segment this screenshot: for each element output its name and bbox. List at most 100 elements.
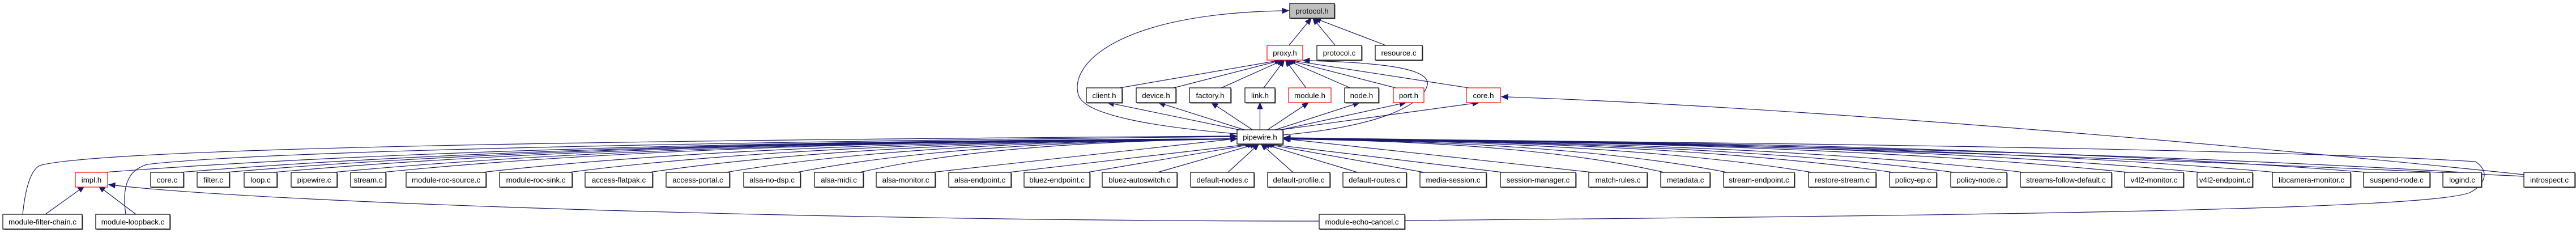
node-pipewire-h[interactable]: pipewire.h xyxy=(1236,129,1284,145)
node-factory-h[interactable]: factory.h xyxy=(1189,87,1232,104)
edge-pipewire-h-to-protocol-h xyxy=(1077,7,1290,134)
node-box xyxy=(1267,172,1330,188)
node-restore-stream-c[interactable]: restore-stream.c xyxy=(1808,172,1877,188)
arrow-head-icon xyxy=(108,182,116,189)
node-label: media-session.c xyxy=(1426,176,1480,184)
node-module-roc-source-c[interactable]: module-roc-source.c xyxy=(406,172,487,188)
edge-line xyxy=(1280,103,1400,130)
node-label: default-routes.c xyxy=(1349,176,1401,184)
node-alsa-no-dsp-c[interactable]: alsa-no-dsp.c xyxy=(743,172,801,188)
node-protocol-c[interactable]: protocol.c xyxy=(1316,45,1363,61)
node-media-session-c[interactable]: media-session.c xyxy=(1419,172,1487,188)
node-box xyxy=(814,172,864,188)
edge-pipewire-h-to-port-h xyxy=(1280,101,1407,130)
node-module-filter-chain-c[interactable]: module-filter-chain.c xyxy=(2,214,83,230)
node-session-manager-c[interactable]: session-manager.c xyxy=(1500,172,1577,188)
node-alsa-monitor-c[interactable]: alsa-monitor.c xyxy=(876,172,936,188)
edge-line xyxy=(1113,103,1240,130)
node-v4l2-monitor-c[interactable]: v4l2-monitor.c xyxy=(2124,172,2185,188)
node-stream-c[interactable]: stream.c xyxy=(350,172,387,188)
node-core-h[interactable]: core.h xyxy=(1466,87,1501,103)
edge-line xyxy=(1119,61,1275,88)
node-policy-ep-c[interactable]: policy-ep.c xyxy=(1889,172,1938,188)
node-impl-h[interactable]: impl.h xyxy=(75,172,108,188)
node-port-h[interactable]: port.h xyxy=(1393,87,1425,103)
node-access-flatpak-c[interactable]: access-flatpak.c xyxy=(585,172,654,188)
edge-line xyxy=(1289,138,1728,173)
node-label: alsa-midi.c xyxy=(821,176,857,184)
node-stream-endpoint-c[interactable]: stream-endpoint.c xyxy=(1723,172,1795,188)
edge-line xyxy=(1290,138,2524,177)
edge-line xyxy=(1295,61,1469,88)
node-alsa-midi-c[interactable]: alsa-midi.c xyxy=(814,172,864,188)
node-protocol-h[interactable]: protocol.h xyxy=(1289,3,1336,19)
edge-line xyxy=(796,138,1231,173)
edge-line xyxy=(1274,144,1503,173)
edge-line xyxy=(1282,60,1428,135)
node-label: metadata.c xyxy=(1667,176,1704,184)
node-access-portal-c[interactable]: access-portal.c xyxy=(666,172,731,188)
edge-line xyxy=(931,139,1231,173)
node-default-nodes-c[interactable]: default-nodes.c xyxy=(1190,172,1255,188)
edge-line xyxy=(45,189,80,215)
node-proxy-h[interactable]: proxy.h xyxy=(1266,45,1303,61)
node-label: resource.c xyxy=(1381,49,1416,57)
node-match-rules-c[interactable]: match-rules.c xyxy=(1588,172,1648,188)
arrow-head-icon xyxy=(1230,133,1238,140)
node-module-echo-cancel-c[interactable]: module-echo-cancel.c xyxy=(1319,214,1406,230)
node-node-h[interactable]: node.h xyxy=(1344,87,1380,104)
node-label: introspect.c xyxy=(2530,176,2569,184)
node-link-h[interactable]: link.h xyxy=(1244,87,1276,104)
edge-line xyxy=(1008,144,1246,173)
node-pipewire-c[interactable]: pipewire.c xyxy=(291,172,338,188)
edge-line xyxy=(1289,138,2201,173)
node-core-c[interactable]: core.c xyxy=(150,172,185,188)
node-bluez-autoswitch-c[interactable]: bluez-autoswitch.c xyxy=(1102,172,1178,188)
node-suspend-node-c[interactable]: suspend-node.c xyxy=(2363,172,2431,188)
node-label: access-portal.c xyxy=(672,176,723,184)
node-module-roc-sink-c[interactable]: module-roc-sink.c xyxy=(499,172,573,188)
node-metadata-c[interactable]: metadata.c xyxy=(1660,172,1711,188)
edge-client-h-to-proxy-h xyxy=(1119,58,1282,88)
node-label: module-loopback.c xyxy=(101,218,165,226)
edge-default-nodes-c-to-pipewire-h xyxy=(1227,143,1260,173)
node-label: match-rules.c xyxy=(1596,176,1641,184)
node-label: session-manager.c xyxy=(1507,176,1570,184)
node-box xyxy=(1086,87,1123,103)
node-label: port.h xyxy=(1399,91,1418,100)
node-device-h[interactable]: device.h xyxy=(1136,87,1177,104)
node-default-routes-c[interactable]: default-routes.c xyxy=(1342,172,1408,188)
node-introspect-c[interactable]: introspect.c xyxy=(2523,172,2576,188)
node-box xyxy=(1136,87,1176,103)
arrow-head-icon xyxy=(1252,143,1260,151)
node-label: node.h xyxy=(1350,91,1374,100)
node-label: module-roc-source.c xyxy=(412,176,481,184)
node-box xyxy=(1375,45,1423,61)
node-box xyxy=(1266,45,1303,61)
node-bluez-endpoint-c[interactable]: bluez-endpoint.c xyxy=(1023,172,1091,188)
edge-line xyxy=(1164,104,1245,130)
node-v4l2-endpoint-c[interactable]: v4l2-endpoint.c xyxy=(2197,172,2254,188)
node-label: streams-follow-default.c xyxy=(2026,176,2106,184)
node-box xyxy=(2124,172,2184,188)
node-label: default-profile.c xyxy=(1273,176,1325,184)
node-label: pipewire.h xyxy=(1243,133,1277,142)
node-libcamera-monitor-c[interactable]: libcamera-monitor.c xyxy=(2272,172,2352,188)
node-label: logind.c xyxy=(2449,176,2475,184)
node-resource-c[interactable]: resource.c xyxy=(1375,45,1423,61)
node-default-profile-c[interactable]: default-profile.c xyxy=(1267,172,1331,188)
node-label: core.h xyxy=(1473,91,1494,100)
node-label: alsa-endpoint.c xyxy=(954,176,1006,184)
node-client-h[interactable]: client.h xyxy=(1086,87,1123,104)
node-streams-follow-default-c[interactable]: streams-follow-default.c xyxy=(2020,172,2113,188)
node-logind-c[interactable]: logind.c xyxy=(2442,172,2483,188)
node-policy-node-c[interactable]: policy-node.c xyxy=(1950,172,2008,188)
node-loop-c[interactable]: loop.c xyxy=(244,172,278,188)
edge-line xyxy=(1087,145,1248,173)
node-module-h[interactable]: module.h xyxy=(1288,87,1332,103)
node-label: policy-node.c xyxy=(1956,176,2001,184)
node-box xyxy=(95,214,170,230)
node-module-loopback-c[interactable]: module-loopback.c xyxy=(95,214,171,230)
node-filter-c[interactable]: filter.c xyxy=(197,172,231,188)
node-alsa-endpoint-c[interactable]: alsa-endpoint.c xyxy=(948,172,1012,188)
